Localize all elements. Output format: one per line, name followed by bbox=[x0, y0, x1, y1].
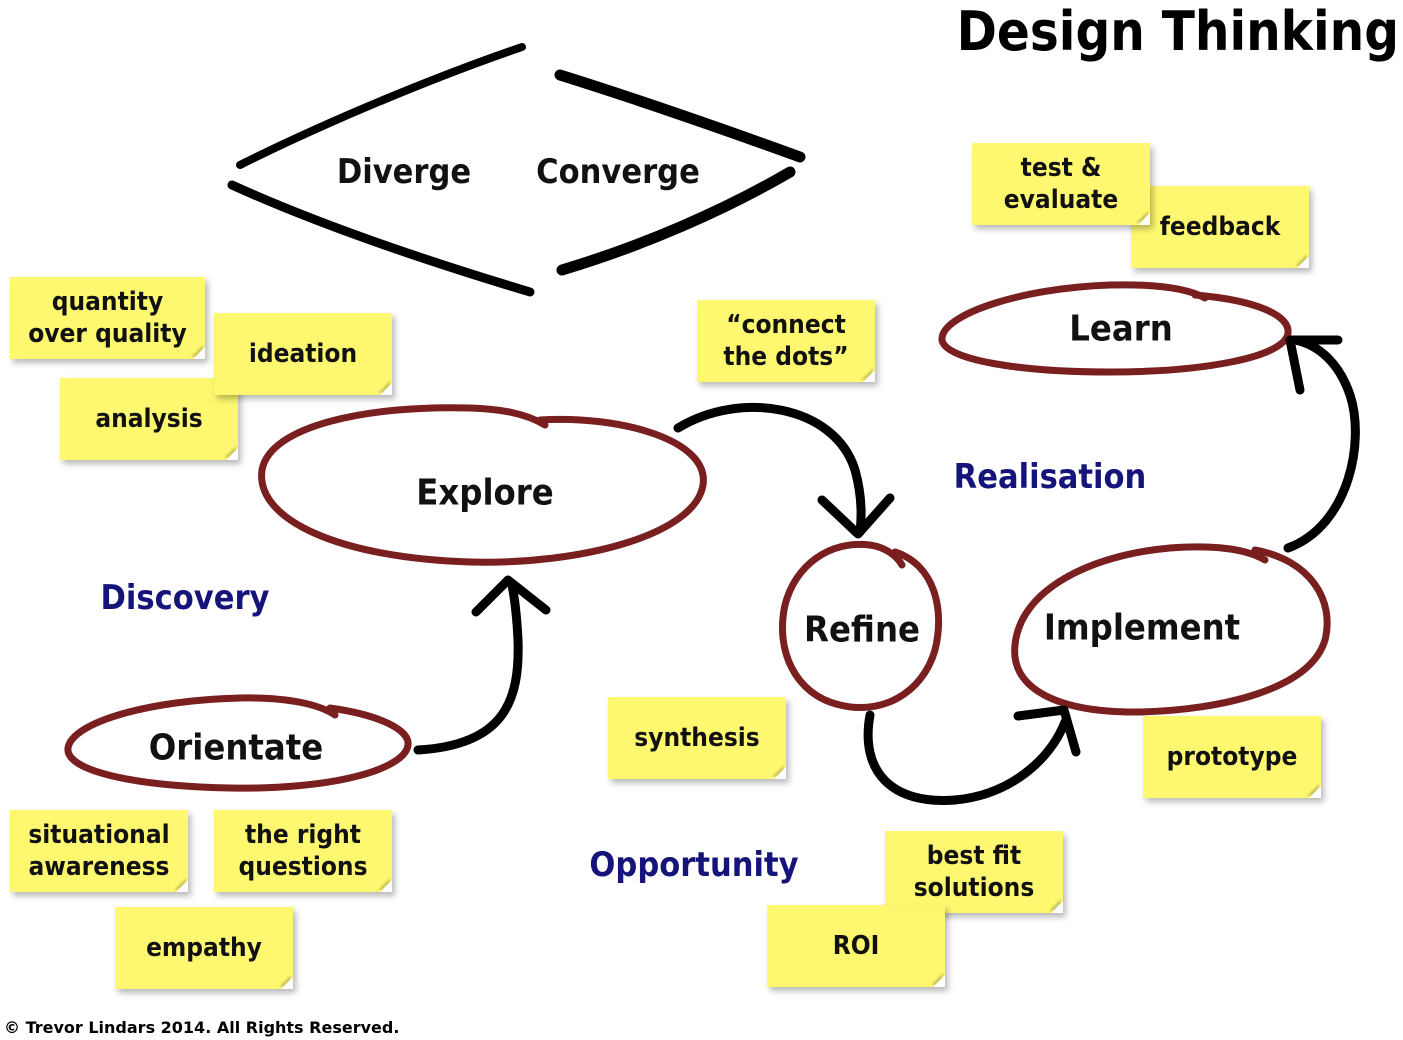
phase-discovery: Discovery bbox=[100, 578, 270, 618]
learn-loop bbox=[938, 281, 1292, 376]
diagram-title: Design Thinking bbox=[956, 0, 1399, 63]
note-prototype: prototype bbox=[1143, 716, 1321, 798]
stage-explore: Explore bbox=[416, 472, 554, 514]
arrow-implement-to-learn-head bbox=[1285, 335, 1343, 395]
stage-implement: Implement bbox=[1043, 607, 1241, 649]
implement-loop bbox=[1011, 543, 1331, 716]
stage-orientate: Orientate bbox=[148, 727, 324, 769]
arrow-explore-to-refine bbox=[673, 402, 866, 537]
note-ideation: ideation bbox=[214, 313, 392, 395]
diverge-stroke-top bbox=[236, 43, 526, 169]
diverge-label: Diverge bbox=[336, 152, 472, 192]
refine-loop bbox=[778, 540, 943, 712]
flow-arrows bbox=[413, 335, 1360, 805]
arrow-implement-to-learn bbox=[1283, 335, 1360, 553]
arrow-orientate-to-explore bbox=[413, 580, 523, 755]
copyright-text: © Trevor Lindars 2014. All Rights Reserv… bbox=[4, 1018, 400, 1037]
arrow-refine-to-implement-head bbox=[1013, 705, 1081, 757]
note-situational-awareness: situational awareness bbox=[10, 810, 188, 892]
phase-realisation: Realisation bbox=[953, 457, 1147, 497]
orientate-loop bbox=[64, 694, 412, 792]
stage-learn: Learn bbox=[1069, 308, 1173, 350]
arrow-explore-to-refine-head bbox=[817, 493, 895, 539]
phase-opportunity: Opportunity bbox=[589, 845, 799, 885]
note-feedback: feedback bbox=[1131, 186, 1309, 268]
diverge-converge-diamond bbox=[227, 43, 806, 297]
note-test-evaluate: test & evaluate bbox=[972, 143, 1150, 225]
note-empathy: empathy bbox=[115, 907, 293, 989]
arrow-orientate-to-explore-head bbox=[471, 575, 551, 617]
converge-stroke-bottom bbox=[556, 166, 796, 276]
converge-label: Converge bbox=[536, 152, 700, 192]
explore-loop bbox=[258, 404, 707, 566]
converge-stroke-top bbox=[554, 69, 806, 163]
note-synthesis: synthesis bbox=[608, 697, 786, 779]
note-quantity-over-quality: quantity over quality bbox=[10, 277, 205, 359]
diverge-stroke-bottom bbox=[227, 180, 535, 297]
note-analysis: analysis bbox=[60, 378, 238, 460]
note-best-fit-solutions: best fit solutions bbox=[885, 831, 1063, 913]
stage-refine: Refine bbox=[804, 609, 920, 651]
note-the-right-questions: the right questions bbox=[214, 810, 392, 892]
note-connect-the-dots: “connect the dots” bbox=[697, 300, 875, 382]
arrow-refine-to-implement bbox=[863, 710, 1070, 805]
note-roi: ROI bbox=[767, 905, 945, 987]
